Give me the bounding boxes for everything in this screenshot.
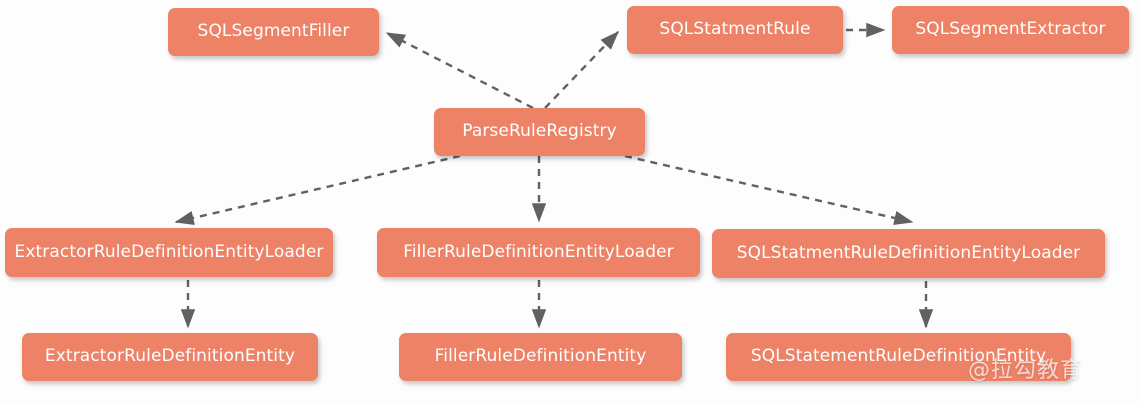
node-label: SQLStatmentRuleDefinitionEntityLoader <box>736 242 1081 263</box>
node-parse-rule-registry[interactable]: ParseRuleRegistry <box>434 108 645 156</box>
node-label: SQLStatmentRule <box>659 19 811 39</box>
edge-registry-to-statment-loader <box>624 154 914 226</box>
node-label: ParseRuleRegistry <box>462 121 617 141</box>
node-sql-segment-filler[interactable]: SQLSegmentFiller <box>168 8 379 56</box>
node-sql-segment-extractor[interactable]: SQLSegmentExtractor <box>892 6 1129 54</box>
node-label: SQLSegmentFiller <box>197 21 350 41</box>
node-label: ExtractorRuleDefinitionEntity <box>44 346 296 366</box>
node-sql-statment-rule[interactable]: SQLStatmentRule <box>627 6 843 54</box>
node-extractor-rule-definition-entity-loader[interactable]: ExtractorRuleDefinitionEntityLoader <box>5 228 333 277</box>
node-sql-statment-rule-definition-entity-loader[interactable]: SQLStatmentRuleDefinitionEntityLoader <box>712 229 1105 278</box>
node-sql-statement-rule-definition-entity[interactable]: SQLStatementRuleDefinitionEntity <box>726 333 1071 381</box>
node-label: SQLStatementRuleDefinitionEntity <box>750 346 1047 366</box>
edges <box>174 22 934 329</box>
edge-registry-to-filler <box>385 31 534 110</box>
node-label: FillerRuleDefinitionEntity <box>434 346 647 366</box>
node-label: FillerRuleDefinitionEntityLoader <box>403 241 674 262</box>
node-filler-rule-definition-entity[interactable]: FillerRuleDefinitionEntity <box>399 333 682 381</box>
edge-registry-to-statment-rule <box>544 30 619 109</box>
node-label: SQLSegmentExtractor <box>915 19 1106 39</box>
node-filler-rule-definition-entity-loader[interactable]: FillerRuleDefinitionEntityLoader <box>377 228 700 277</box>
node-extractor-rule-definition-entity[interactable]: ExtractorRuleDefinitionEntity <box>22 333 318 381</box>
node-label: ExtractorRuleDefinitionEntityLoader <box>14 241 324 262</box>
edge-registry-to-extractor-loader <box>174 154 461 225</box>
